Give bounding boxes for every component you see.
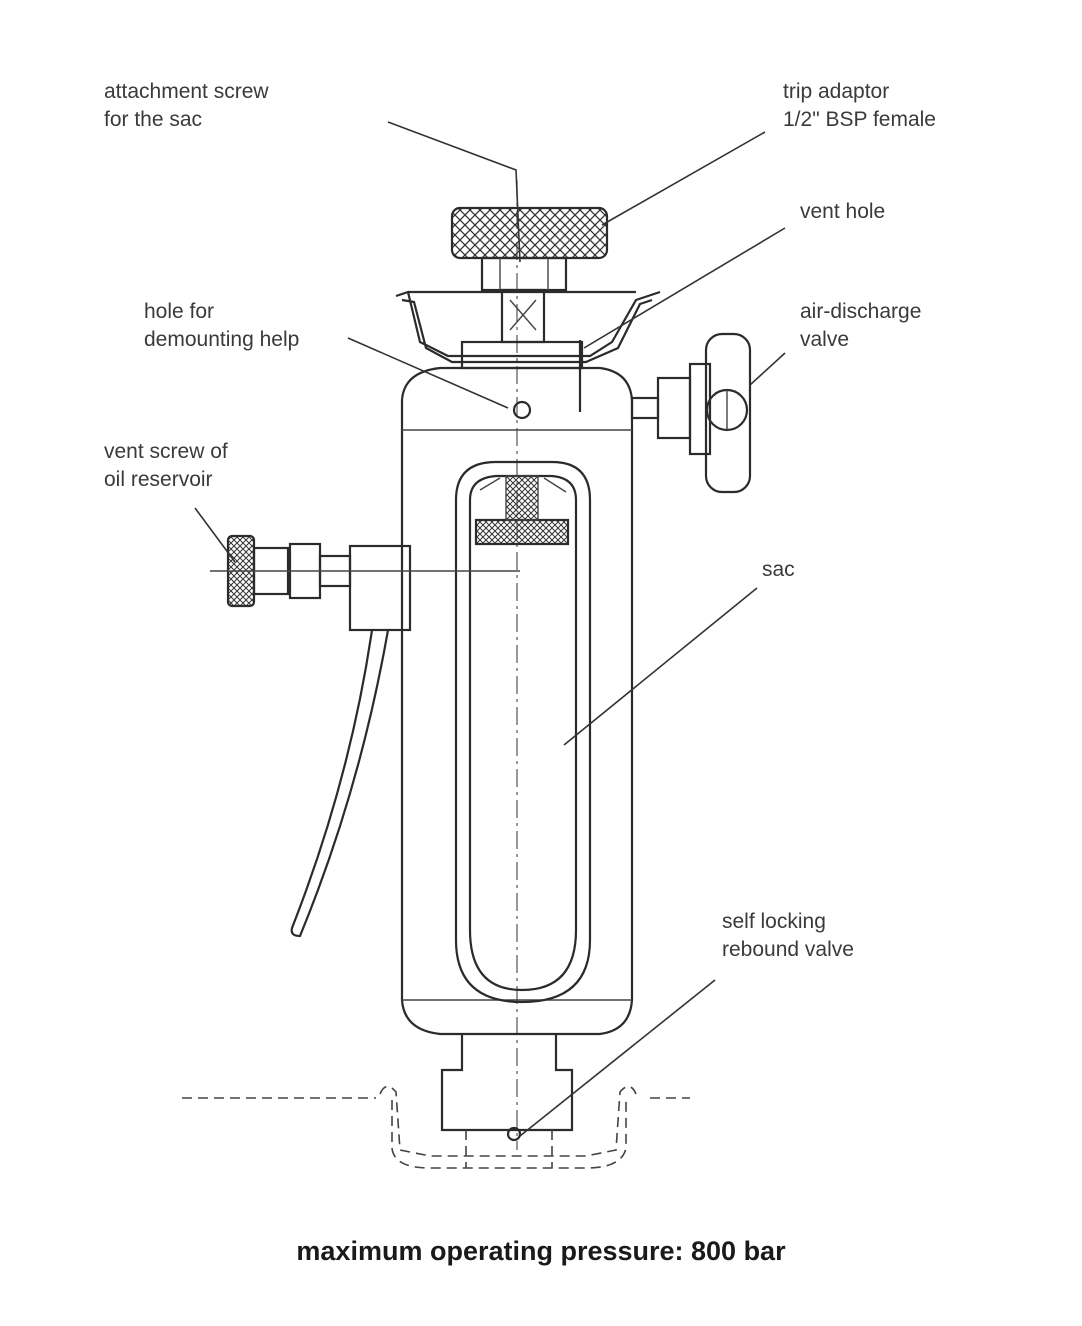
label-sac: sac — [762, 558, 795, 581]
trip-adaptor-knob — [450, 206, 609, 292]
caption-max-pressure: maximum operating pressure: 800 bar — [296, 1236, 786, 1266]
demounting-hole — [512, 400, 532, 420]
accumulator-body — [400, 366, 634, 1036]
top-cup — [395, 290, 661, 364]
leader-lines — [194, 121, 786, 1137]
oil-hose — [290, 629, 390, 938]
attachment-screw-stem — [500, 288, 546, 344]
rebound-valve-fitting — [440, 1034, 574, 1142]
vent-screw-assembly — [210, 534, 520, 632]
air-discharge-valve — [630, 332, 752, 494]
sac — [454, 460, 592, 1004]
mounting-bracket-dashed — [182, 1085, 690, 1169]
label-vent-hole: vent hole — [800, 200, 886, 223]
